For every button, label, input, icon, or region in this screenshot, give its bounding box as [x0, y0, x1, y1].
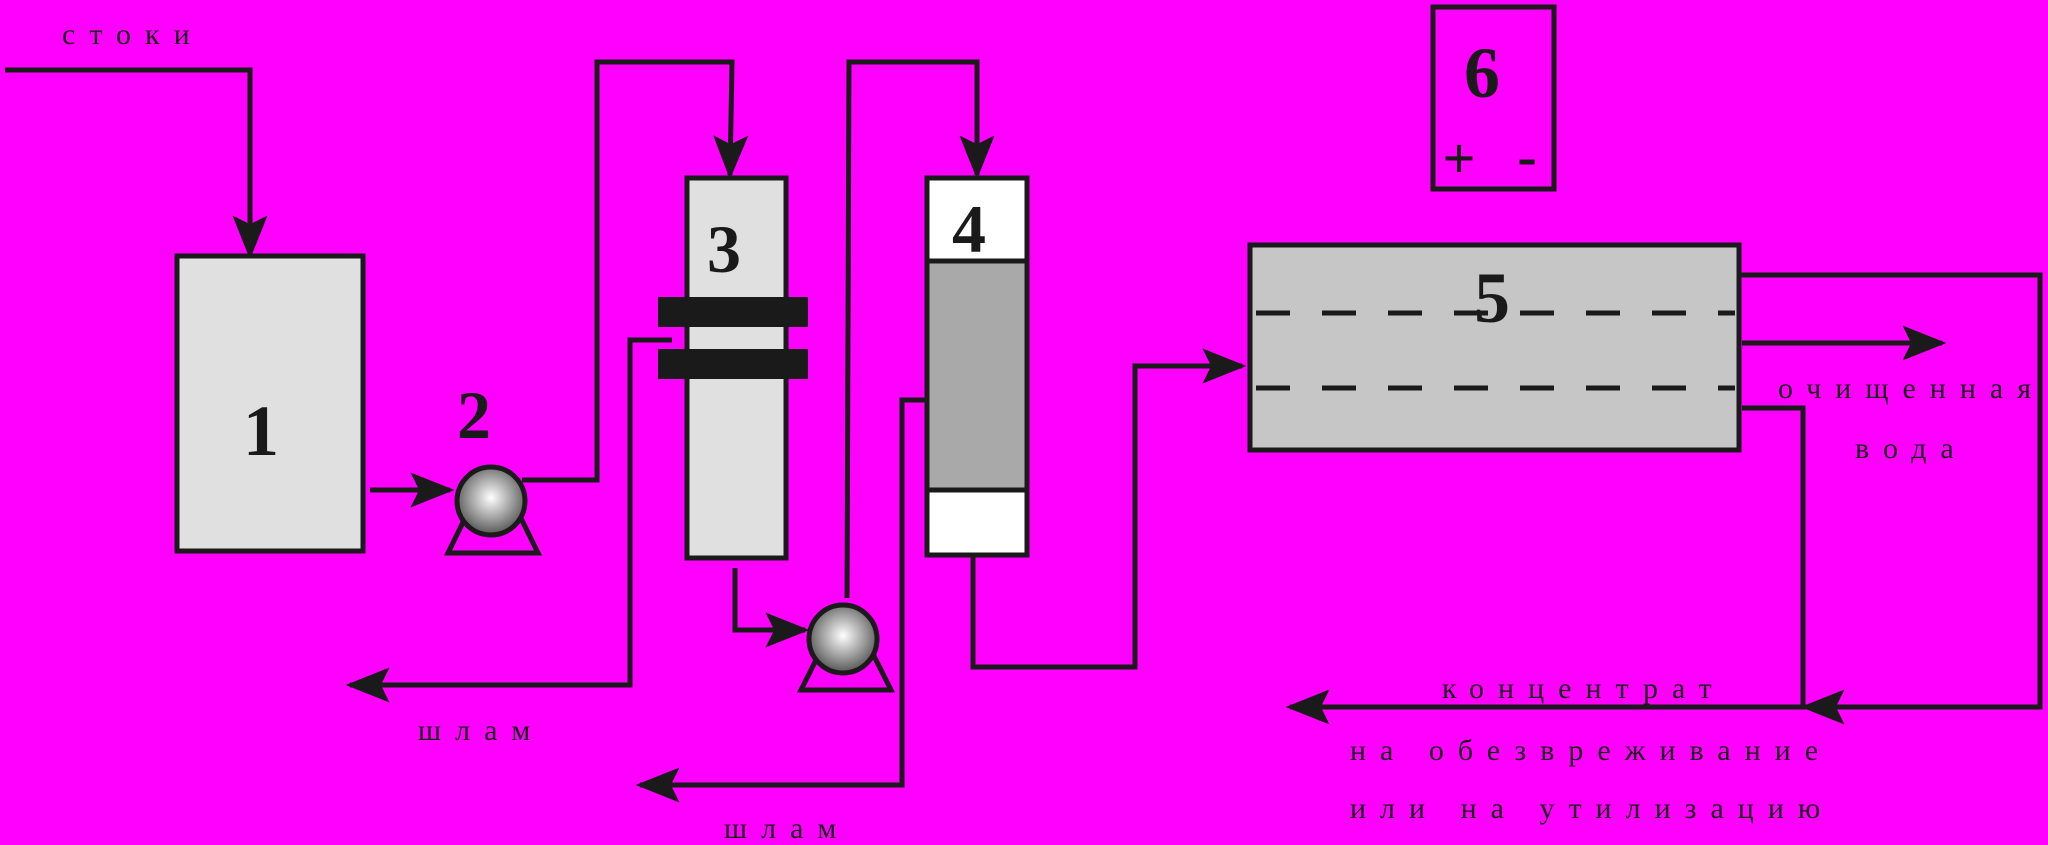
label-disposal-1: на обезвреживание [1350, 734, 1832, 767]
flow-line-pump2-column3 [522, 59, 749, 483]
label-purified-water-1: очищенная [1778, 372, 2045, 405]
unit-label-1: 1 [243, 391, 279, 471]
label-inflow: стоки [62, 18, 204, 51]
unit-label-6: 6 [1464, 33, 1500, 113]
column-3-plate-bottom [658, 349, 808, 379]
power-plus: + [1442, 126, 1475, 191]
flow-line-pump-filter4 [844, 59, 995, 599]
pump-2 [443, 464, 543, 556]
power-minus: - [1517, 124, 1536, 189]
flow-line-inflow [5, 67, 268, 260]
flow-line-sludge-1 [345, 337, 672, 703]
label-sludge-1: шлам [418, 714, 544, 747]
flow-line-column3-pump [732, 568, 810, 648]
flow-line-filter4-cell5 [970, 348, 1247, 670]
label-sludge-2: шлам [724, 812, 850, 845]
tank-1 [174, 253, 366, 554]
flow-line-concentrate [1285, 405, 1806, 725]
flow-line-sludge-2 [635, 397, 926, 803]
label-concentrate: концентрат [1442, 672, 1726, 705]
label-purified-water-2: вода [1855, 432, 1968, 465]
unit-label-5: 5 [1474, 258, 1510, 338]
unit-label-3: 3 [707, 211, 741, 287]
label-disposal-2: или на утилизацию [1350, 792, 1834, 825]
filter-4 [924, 175, 1030, 558]
unit-label-4: 4 [952, 191, 986, 267]
pump-transfer [796, 602, 896, 693]
flow-line-recycle [1732, 272, 2043, 725]
column-3-plate-top [658, 297, 808, 327]
cell-5 [1247, 242, 1742, 453]
power-unit-6 [1430, 4, 1557, 192]
unit-label-2: 2 [457, 377, 491, 453]
